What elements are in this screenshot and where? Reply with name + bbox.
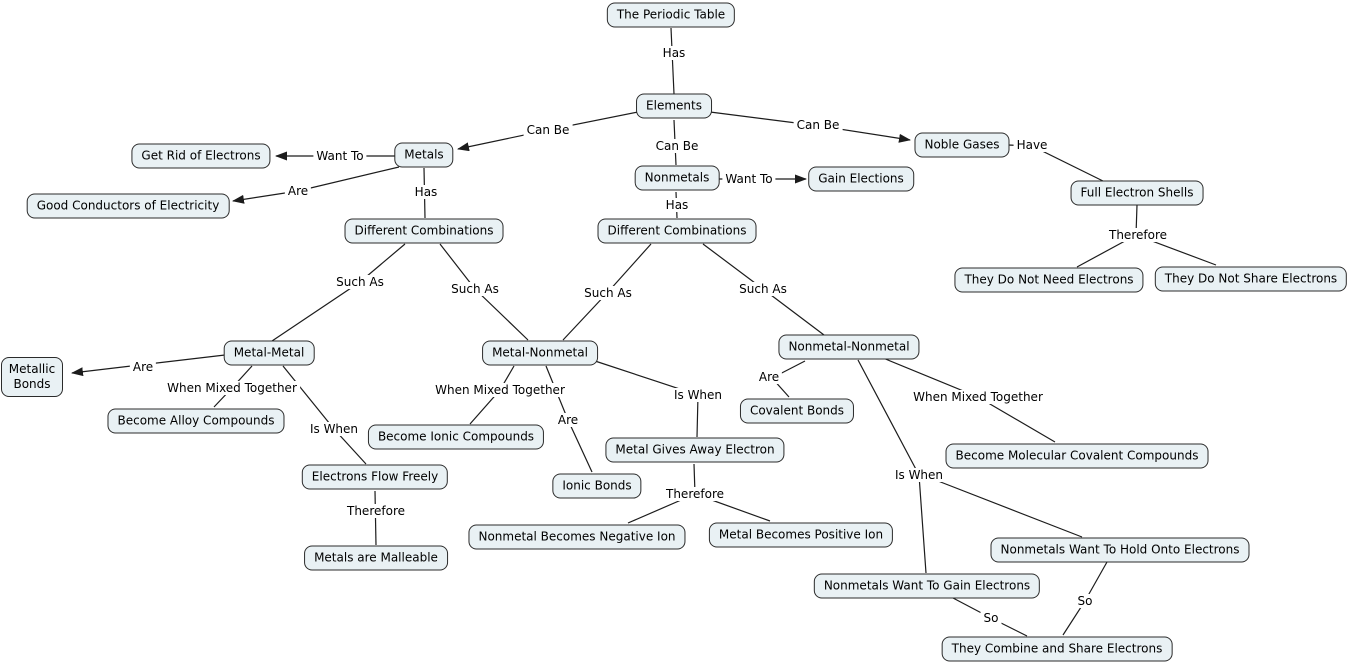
node-nonmetal-becomes-negative-ion[interactable]: Nonmetal Becomes Negative Ion	[468, 524, 686, 550]
node-elements[interactable]: Elements	[636, 93, 712, 119]
edge-label-metal-nonmetal-are[interactable]: Are	[554, 413, 582, 427]
edge-combinations-such-as-metal-metal	[271, 243, 406, 342]
edge-label-metal-metal-are[interactable]: Are	[129, 360, 157, 374]
node-electrons-flow-freely[interactable]: Electrons Flow Freely	[301, 464, 449, 490]
edge-label-nonmetals-want-to[interactable]: Want To	[722, 172, 776, 186]
edge-label-nonmetal-nonmetal-when-mixed[interactable]: When Mixed Together	[910, 390, 1046, 404]
edge-metals-are-good-conductors	[232, 166, 400, 204]
node-full-electron-shells[interactable]: Full Electron Shells	[1070, 180, 1204, 206]
edge-label-gives-away-therefore[interactable]: Therefore	[663, 487, 727, 501]
edge-label-gain-so[interactable]: So	[980, 611, 1002, 625]
edge-label-metal-nonmetal-is-when[interactable]: Is When	[670, 388, 726, 402]
node-noble-gases[interactable]: Noble Gases	[914, 132, 1010, 158]
edge-label-metal-nonmetal-when-mixed[interactable]: When Mixed Together	[432, 383, 568, 397]
edge-label-such-as-1[interactable]: Such As	[333, 275, 387, 289]
node-metals-are-malleable[interactable]: Metals are Malleable	[304, 545, 448, 571]
node-become-ionic-compounds[interactable]: Become Ionic Compounds	[367, 424, 545, 450]
node-become-molecular-covalent-compounds[interactable]: Become Molecular Covalent Compounds	[945, 443, 1209, 469]
node-they-do-not-share-electrons[interactable]: They Do Not Share Electrons	[1154, 266, 1348, 292]
node-metals[interactable]: Metals	[394, 142, 454, 168]
edge-label-full-shells-therefore[interactable]: Therefore	[1106, 228, 1170, 242]
node-they-do-not-need-electrons[interactable]: They Do Not Need Electrons	[954, 267, 1144, 293]
edge-label-can-be-metals[interactable]: Can Be	[523, 123, 573, 137]
node-different-combinations-nonmetals[interactable]: Different Combinations	[597, 218, 757, 244]
node-nonmetals-want-to-hold-onto-electrons[interactable]: Nonmetals Want To Hold Onto Electrons	[990, 537, 1250, 563]
node-get-rid-of-electrons[interactable]: Get Rid of Electrons	[131, 143, 271, 169]
node-nonmetal-nonmetal[interactable]: Nonmetal-Nonmetal	[778, 334, 920, 360]
node-metal-metal[interactable]: Metal-Metal	[223, 340, 315, 366]
node-gain-elections[interactable]: Gain Elections	[808, 166, 914, 192]
edge-label-metals-want-to[interactable]: Want To	[313, 149, 367, 163]
edge-label-such-as-4[interactable]: Such As	[736, 282, 790, 296]
node-metal-gives-away-electron[interactable]: Metal Gives Away Electron	[605, 437, 785, 463]
node-they-combine-and-share-electrons[interactable]: They Combine and Share Electrons	[941, 636, 1173, 662]
node-nonmetals-want-to-gain-electrons[interactable]: Nonmetals Want To Gain Electrons	[813, 573, 1041, 599]
edge-label-hold-so[interactable]: So	[1074, 594, 1096, 608]
node-become-alloy-compounds[interactable]: Become Alloy Compounds	[107, 408, 285, 434]
node-metal-nonmetal[interactable]: Metal-Nonmetal	[482, 340, 598, 366]
edge-label-nonmetals-has[interactable]: Has	[662, 198, 692, 212]
node-different-combinations-metals[interactable]: Different Combinations	[344, 218, 504, 244]
edge-label-metal-metal-is-when[interactable]: Is When	[306, 422, 362, 436]
edge-label-periodic-has[interactable]: Has	[659, 46, 689, 60]
edge-is-when-hold-onto	[937, 480, 1083, 538]
node-covalent-bonds[interactable]: Covalent Bonds	[739, 398, 855, 424]
edge-electrons-flow-therefore-malleable	[374, 490, 377, 546]
edge-label-such-as-3[interactable]: Such As	[581, 286, 635, 300]
node-good-conductors-of-electricity[interactable]: Good Conductors of Electricity	[26, 193, 230, 219]
edge-label-noble-gases-have[interactable]: Have	[1013, 138, 1051, 152]
node-metallic-bonds[interactable]: Metallic Bonds	[1, 357, 63, 397]
edge-label-metal-metal-when-mixed[interactable]: When Mixed Together	[164, 381, 300, 395]
edge-label-electrons-flow-therefore[interactable]: Therefore	[344, 504, 408, 518]
node-the-periodic-table[interactable]: The Periodic Table	[606, 2, 736, 28]
node-ionic-bonds[interactable]: Ionic Bonds	[552, 473, 642, 499]
edge-label-nonmetal-nonmetal-is-when[interactable]: Is When	[891, 468, 947, 482]
node-nonmetals[interactable]: Nonmetals	[634, 165, 720, 191]
edge-periodic-has-elements	[670, 27, 675, 95]
edge-label-can-be-nonmetals[interactable]: Can Be	[652, 139, 702, 153]
edge-label-nonmetal-nonmetal-are[interactable]: Are	[755, 370, 783, 384]
node-metal-becomes-positive-ion[interactable]: Metal Becomes Positive Ion	[708, 522, 894, 548]
edge-label-can-be-noble-gases[interactable]: Can Be	[793, 118, 843, 132]
edge-label-such-as-2[interactable]: Such As	[448, 282, 502, 296]
edge-label-metals-are[interactable]: Are	[284, 184, 312, 198]
edge-label-metals-has[interactable]: Has	[411, 185, 441, 199]
